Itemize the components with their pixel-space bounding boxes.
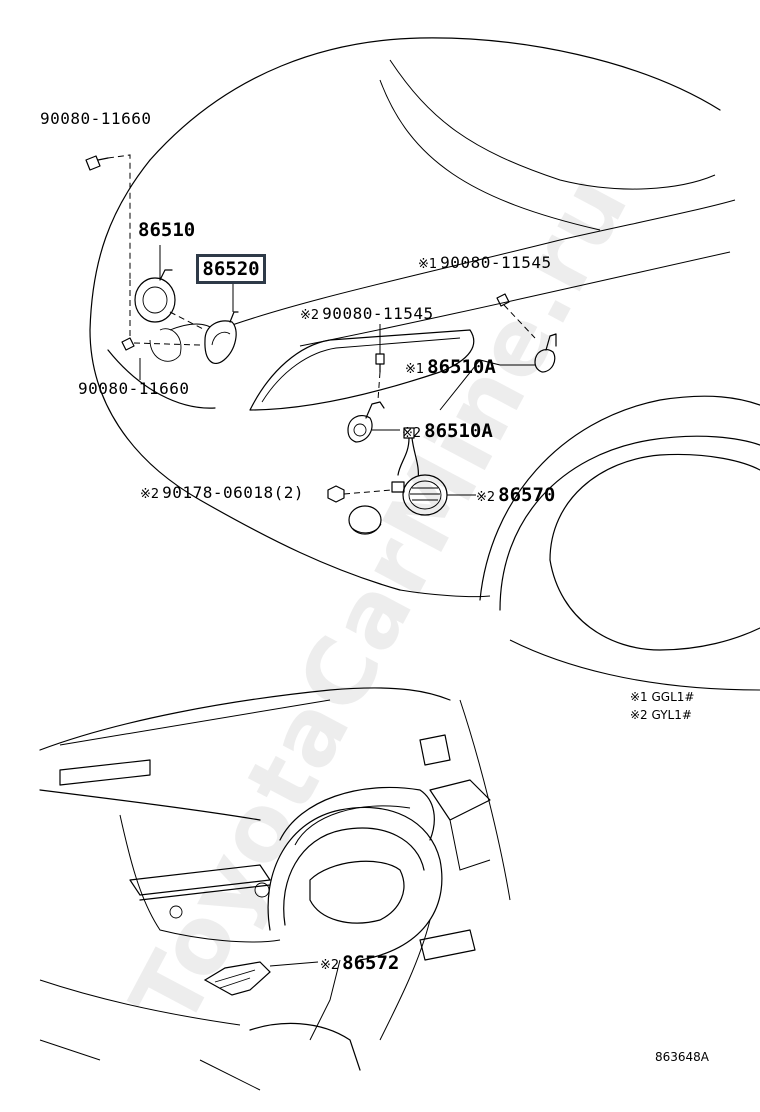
legend-item-1: ※1 GGL1#	[630, 690, 695, 704]
label-horn-86510: 86510	[138, 219, 196, 241]
leaders-left	[107, 154, 234, 380]
legend-item-2: ※2 GYL1#	[630, 708, 692, 722]
nut-90178	[327, 485, 393, 503]
horn-86520	[204, 311, 239, 364]
label-bolt-upper: 90080-11660	[40, 109, 152, 128]
horn-86570-assembly	[391, 427, 476, 516]
bolt-lower	[121, 337, 135, 351]
diagram-code: 863648A	[655, 1050, 710, 1064]
dashboard-outline	[39, 687, 511, 1091]
car-body-outline	[89, 37, 760, 691]
horn-86572	[203, 961, 319, 996]
horn-86510	[134, 269, 176, 323]
bolt-r1-and-horn-a1	[496, 293, 557, 373]
bolt-r2-and-horn-a2	[347, 324, 501, 443]
label-bolt-lower: 90080-11660	[78, 379, 190, 398]
highlighted-part-86520[interactable]: 86520	[196, 254, 266, 284]
bolt-upper	[85, 155, 109, 171]
